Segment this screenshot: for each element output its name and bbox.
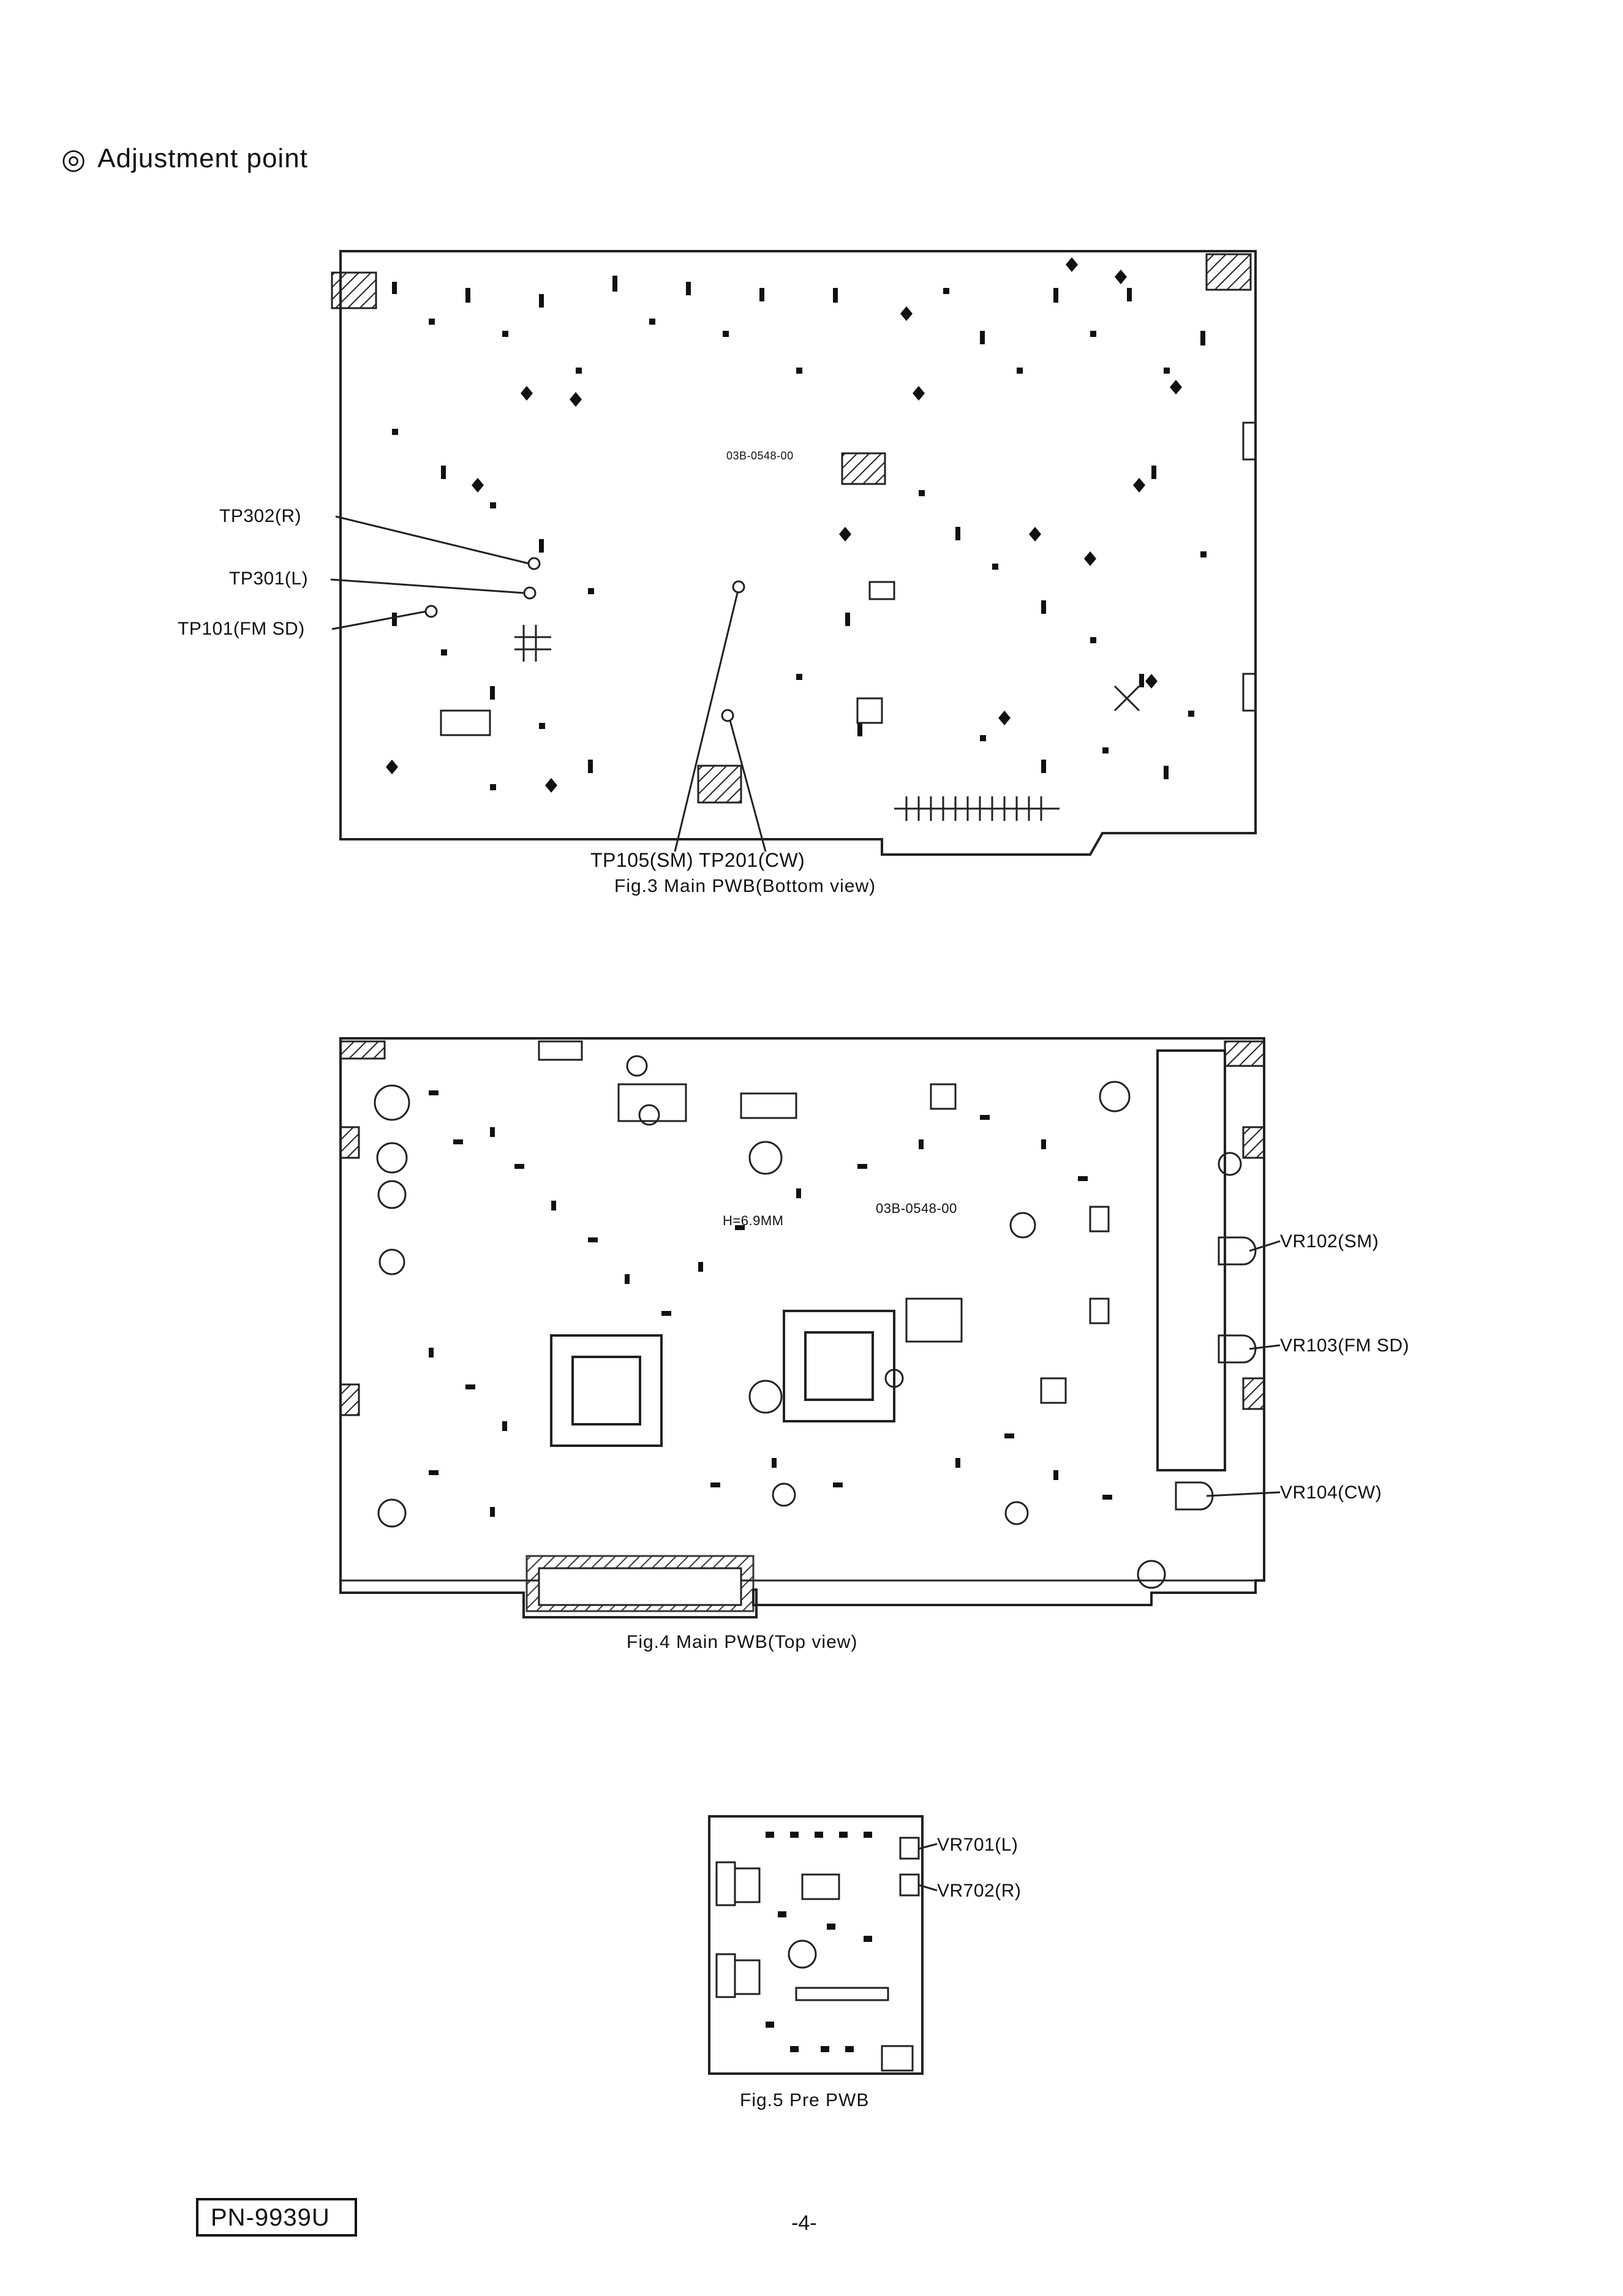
vr701-label: VR701(L) (937, 1835, 1019, 1855)
fig4-height-note: H=6.9MM (723, 1213, 784, 1228)
section-title: Adjustment point (97, 143, 308, 173)
tp301-label: TP301(L) (229, 568, 309, 589)
tp101-label: TP101(FM SD) (178, 619, 305, 639)
fig4-board-code: 03B-0548-00 (876, 1201, 957, 1216)
fig5-caption: Fig.5 Pre PWB (740, 2090, 870, 2110)
tp302-label: TP302(R) (219, 506, 302, 526)
vr702-label: VR702(R) (937, 1881, 1022, 1901)
model-number-box: PN-9939U (196, 2198, 357, 2237)
double-circle-icon: ◎ (61, 143, 87, 175)
fig3-board-code: 03B-0548-00 (726, 450, 794, 462)
vr102-label: VR102(SM) (1280, 1231, 1379, 1252)
tp105-tp201-label: TP105(SM) TP201(CW) (590, 849, 805, 871)
fig3-caption: Fig.3 Main PWB(Bottom view) (614, 876, 876, 896)
fig4-caption: Fig.4 Main PWB(Top view) (627, 1632, 858, 1652)
section-heading: ◎ Adjustment point (61, 142, 308, 175)
page-number: -4- (791, 2211, 817, 2235)
vr103-label: VR103(FM SD) (1280, 1335, 1410, 1356)
vr104-label: VR104(CW) (1280, 1482, 1382, 1503)
